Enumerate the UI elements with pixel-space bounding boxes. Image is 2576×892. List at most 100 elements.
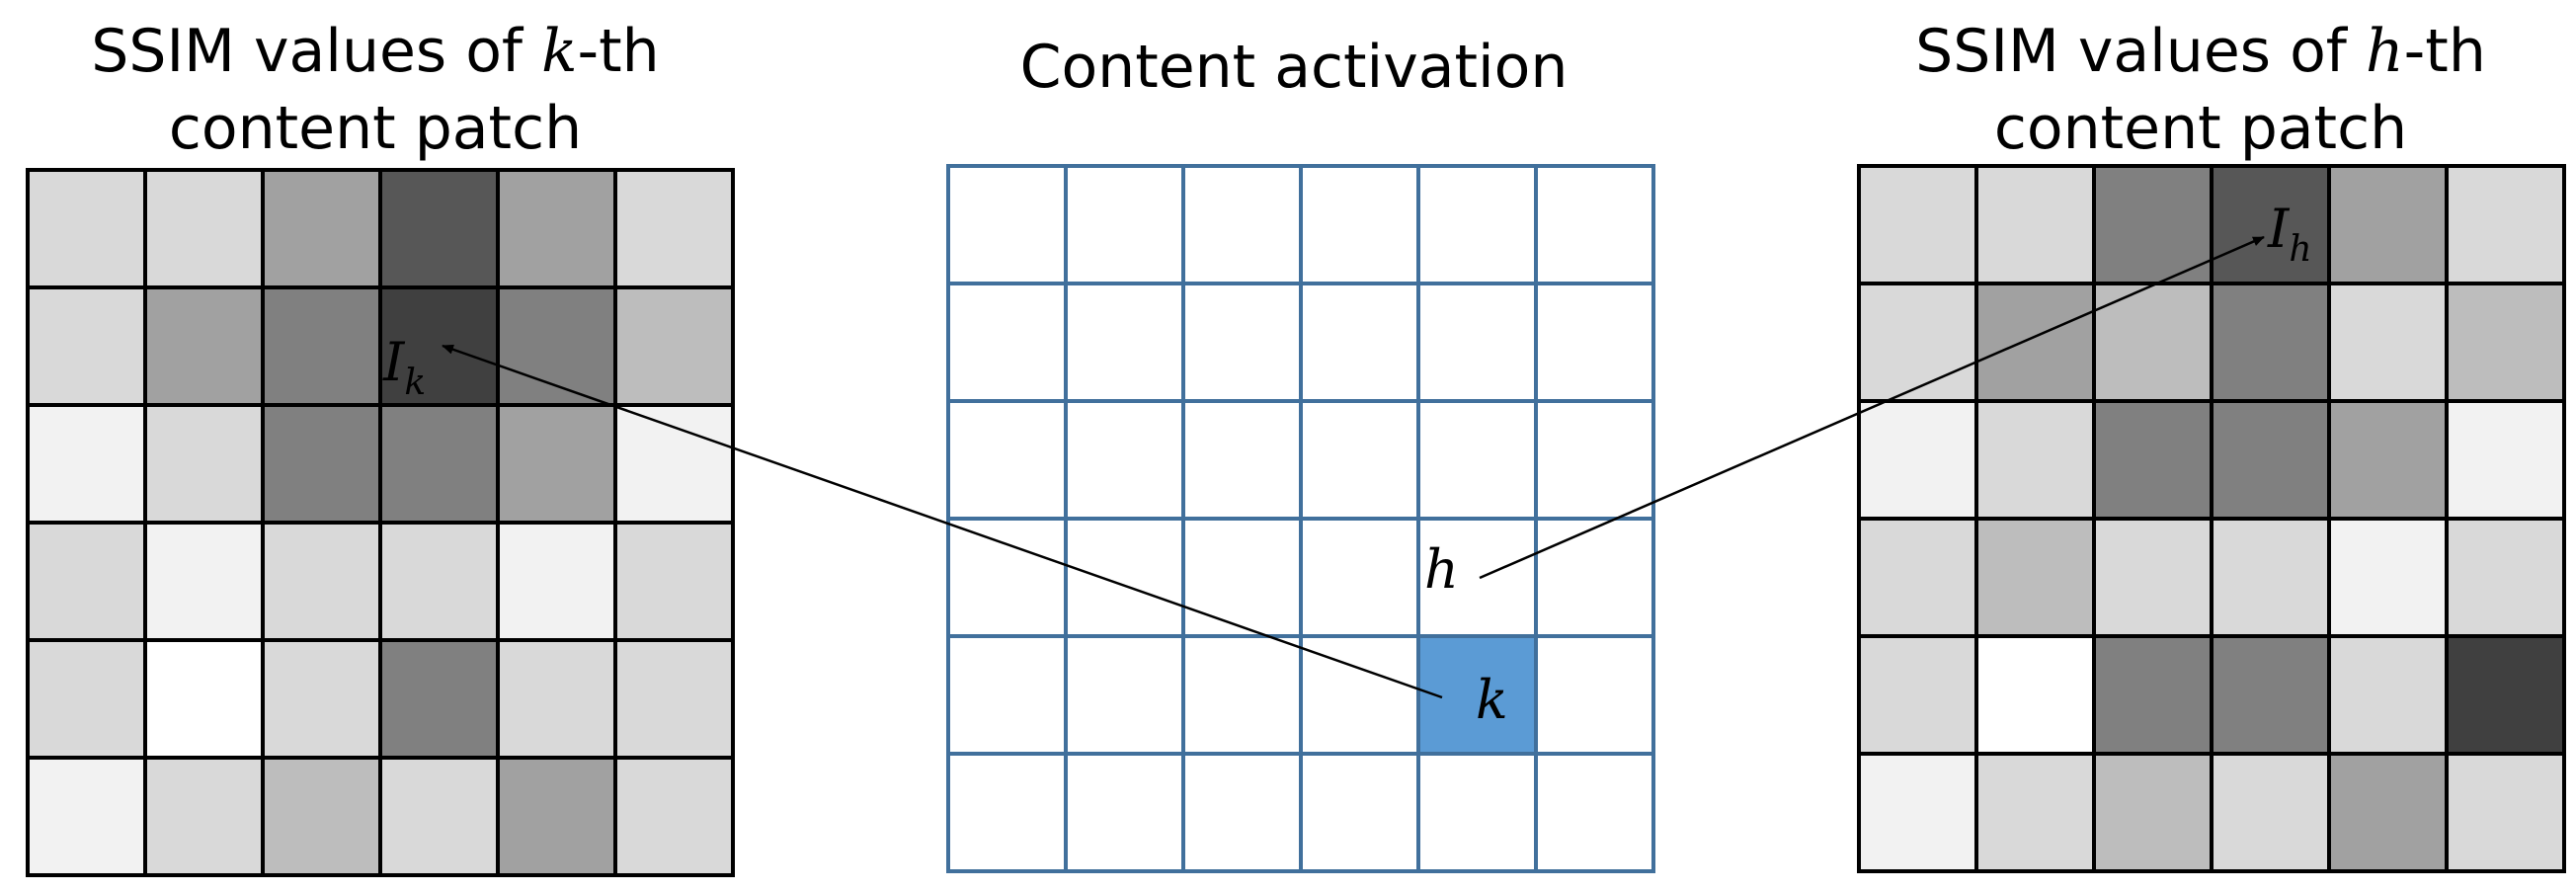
activation-cell-r2-c2 xyxy=(1181,399,1303,521)
right-ssim-cell-r4-c2 xyxy=(2092,634,2214,756)
left-ssim-cell-r2-c4 xyxy=(496,403,617,525)
activation-cell-r4-c1 xyxy=(1064,634,1185,756)
left-ssim-cell-r0-c0 xyxy=(26,168,147,289)
right-ssim-cell-r4-c1 xyxy=(1974,634,2096,756)
right-ssim-cell-r2-c3 xyxy=(2210,399,2331,521)
activation-cell-r3-c0 xyxy=(946,517,1068,638)
left-ssim-cell-r1-c3 xyxy=(378,285,500,407)
right-ssim-cell-r0-c0 xyxy=(1857,164,1978,285)
right-ssim-cell-r0-c2 xyxy=(2092,164,2214,285)
activation-cell-r0-c4 xyxy=(1416,164,1538,285)
right-ssim-cell-r3-c0 xyxy=(1857,517,1978,638)
left-ssim-cell-r4-c3 xyxy=(378,638,500,760)
right-ssim-cell-r3-c1 xyxy=(1974,517,2096,638)
left-ssim-cell-r1-c4 xyxy=(496,285,617,407)
activation-cell-r0-c1 xyxy=(1064,164,1185,285)
right-ssim-cell-r2-c2 xyxy=(2092,399,2214,521)
left-ssim-cell-r3-c0 xyxy=(26,521,147,642)
left-ssim-cell-r0-c2 xyxy=(261,168,382,289)
activation-cell-r1-c3 xyxy=(1299,282,1420,403)
left-ssim-cell-r1-c1 xyxy=(143,285,265,407)
activation-cell-r0-c3 xyxy=(1299,164,1420,285)
left-ssim-cell-r3-c4 xyxy=(496,521,617,642)
activation-cell-r2-c1 xyxy=(1064,399,1185,521)
right-ssim-cell-r0-c4 xyxy=(2327,164,2449,285)
left-ssim-cell-r0-c4 xyxy=(496,168,617,289)
label-h: h xyxy=(1424,538,1459,601)
right-ssim-cell-r5-c3 xyxy=(2210,752,2331,873)
left-ssim-cell-r0-c1 xyxy=(143,168,265,289)
left-ssim-cell-r5-c5 xyxy=(613,756,735,877)
right-ssim-cell-r1-c0 xyxy=(1857,282,1978,403)
activation-cell-r5-c4 xyxy=(1416,752,1538,873)
right-ssim-cell-r5-c4 xyxy=(2327,752,2449,873)
left-title-line1: SSIM values of k-th xyxy=(91,17,659,86)
right-ssim-cell-r4-c5 xyxy=(2445,634,2566,756)
right-ssim-cell-r2-c0 xyxy=(1857,399,1978,521)
right-ssim-grid xyxy=(1857,164,2566,873)
left-ssim-cell-r5-c4 xyxy=(496,756,617,877)
left-ssim-cell-r4-c4 xyxy=(496,638,617,760)
activation-cell-r1-c4 xyxy=(1416,282,1538,403)
label-k: k xyxy=(1476,669,1508,731)
left-ssim-cell-r4-c0 xyxy=(26,638,147,760)
right-ssim-cell-r1-c5 xyxy=(2445,282,2566,403)
activation-cell-r0-c2 xyxy=(1181,164,1303,285)
right-ssim-cell-r3-c3 xyxy=(2210,517,2331,638)
activation-cell-r1-c2 xyxy=(1181,282,1303,403)
left-ssim-grid xyxy=(26,168,735,877)
left-ssim-cell-r1-c0 xyxy=(26,285,147,407)
left-ssim-cell-r2-c1 xyxy=(143,403,265,525)
activation-cell-r1-c1 xyxy=(1064,282,1185,403)
right-ssim-cell-r5-c1 xyxy=(1974,752,2096,873)
marker-ik: Ik xyxy=(382,331,426,403)
arrow-h-to-ih xyxy=(1479,235,2265,580)
activation-cell-r0-c0 xyxy=(946,164,1068,285)
left-ssim-cell-r1-c2 xyxy=(261,285,382,407)
right-ssim-cell-r3-c4 xyxy=(2327,517,2449,638)
right-ssim-cell-r2-c1 xyxy=(1974,399,2096,521)
left-ssim-cell-r5-c2 xyxy=(261,756,382,877)
right-title-line2: content patch xyxy=(1994,94,2407,163)
right-ssim-cell-r0-c5 xyxy=(2445,164,2566,285)
left-ssim-cell-r1-c5 xyxy=(613,285,735,407)
left-ssim-cell-r2-c2 xyxy=(261,403,382,525)
right-ssim-cell-r4-c3 xyxy=(2210,634,2331,756)
left-ssim-cell-r0-c5 xyxy=(613,168,735,289)
left-ssim-cell-r2-c0 xyxy=(26,403,147,525)
right-ssim-cell-r1-c4 xyxy=(2327,282,2449,403)
marker-ih: Ih xyxy=(2267,198,2312,270)
left-ssim-cell-r4-c2 xyxy=(261,638,382,760)
left-ssim-cell-r5-c1 xyxy=(143,756,265,877)
left-ssim-cell-r2-c3 xyxy=(378,403,500,525)
left-ssim-cell-r2-c5 xyxy=(613,403,735,525)
right-ssim-cell-r4-c4 xyxy=(2327,634,2449,756)
right-ssim-cell-r0-c1 xyxy=(1974,164,2096,285)
activation-cell-r2-c3 xyxy=(1299,399,1420,521)
right-ssim-cell-r1-c3 xyxy=(2210,282,2331,403)
arrow-k-to-ik xyxy=(442,344,1443,699)
left-ssim-cell-r5-c0 xyxy=(26,756,147,877)
activation-cell-r4-c0 xyxy=(946,634,1068,756)
center-title: Content activation xyxy=(1020,33,1569,102)
activation-cell-r5-c2 xyxy=(1181,752,1303,873)
activation-cell-r2-c5 xyxy=(1534,399,1655,521)
activation-cell-r2-c4 xyxy=(1416,399,1538,521)
activation-cell-r3-c5 xyxy=(1534,517,1655,638)
activation-cell-r5-c3 xyxy=(1299,752,1420,873)
activation-cell-r1-c0 xyxy=(946,282,1068,403)
right-ssim-cell-r3-c5 xyxy=(2445,517,2566,638)
left-ssim-cell-r3-c2 xyxy=(261,521,382,642)
right-ssim-cell-r5-c5 xyxy=(2445,752,2566,873)
right-ssim-cell-r5-c2 xyxy=(2092,752,2214,873)
activation-cell-r2-c0 xyxy=(946,399,1068,521)
left-ssim-cell-r3-c3 xyxy=(378,521,500,642)
left-ssim-cell-r4-c5 xyxy=(613,638,735,760)
right-ssim-cell-r5-c0 xyxy=(1857,752,1978,873)
activation-cell-r5-c1 xyxy=(1064,752,1185,873)
right-ssim-cell-r2-c4 xyxy=(2327,399,2449,521)
left-ssim-cell-r4-c1 xyxy=(143,638,265,760)
right-ssim-cell-r3-c2 xyxy=(2092,517,2214,638)
right-title-line1: SSIM values of h-th xyxy=(1915,17,2486,86)
